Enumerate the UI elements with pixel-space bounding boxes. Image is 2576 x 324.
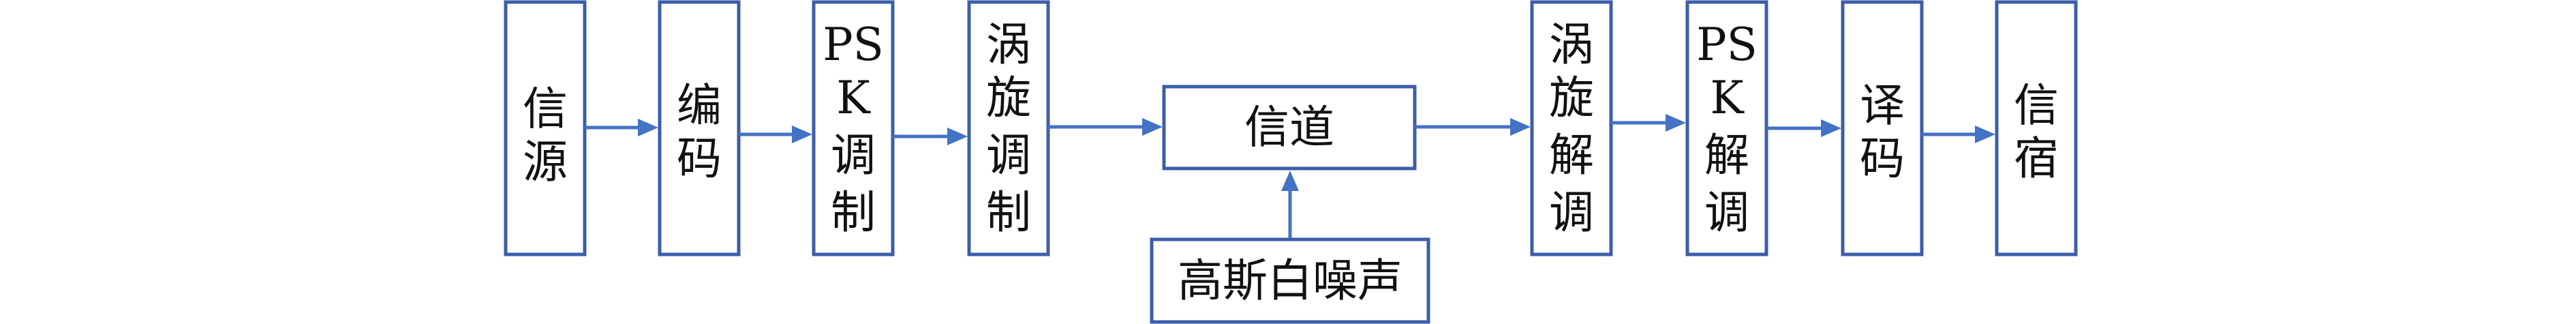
encoder-label-2: 码 (677, 132, 722, 185)
arrow-decoder-to-sink (1922, 126, 1995, 143)
arrow-source-to-encoder (585, 119, 658, 136)
source-box: 信 源 (504, 0, 587, 256)
arrow-encoder-to-psk-mod (739, 126, 812, 143)
vortex-demod-label-3: 解 (1549, 129, 1594, 181)
sink-label-1: 信 (2014, 79, 2059, 132)
vortex-demod-label-1: 涡 (1549, 18, 1594, 71)
channel-box: 信道 (1162, 85, 1417, 171)
vortex-demod-label-4: 调 (1549, 186, 1594, 239)
psk-mod-label-4: 制 (831, 186, 876, 239)
decoder-box: 译 码 (1841, 0, 1924, 256)
arrow-psk-mod-to-vortex-mod (893, 128, 968, 145)
encoder-box: 编 码 (658, 0, 741, 256)
arrow-noise-to-channel (1281, 171, 1299, 238)
decoder-label-1: 译 (1860, 79, 1905, 132)
psk-demod-label-2: K (1710, 72, 1745, 124)
psk-mod-label-1: PS (823, 18, 884, 71)
source-label-1: 信 (523, 83, 568, 135)
vortex-demodulation-box: 涡 旋 解 调 (1530, 0, 1613, 256)
source-label-2: 源 (523, 136, 568, 188)
psk-demod-label-1: PS (1696, 18, 1758, 71)
psk-mod-label-2: K (836, 72, 871, 124)
psk-demodulation-box: PS K 解 调 (1685, 0, 1768, 256)
sink-box: 信 宿 (1995, 0, 2078, 256)
encoder-label-1: 编 (677, 79, 722, 132)
arrow-vortex-demod-to-psk-demod (1611, 114, 1686, 132)
psk-modulation-box: PS K 调 制 (812, 0, 895, 256)
channel-label: 信道 (1244, 101, 1334, 153)
arrow-channel-to-vortex-demod (1415, 118, 1531, 136)
vortex-mod-label-2: 旋 (986, 72, 1031, 124)
noise-box: 高斯白噪声 (1150, 237, 1430, 324)
psk-demod-label-3: 解 (1704, 129, 1749, 181)
arrow-vortex-mod-to-channel (1048, 118, 1163, 136)
sink-label-2: 宿 (2014, 132, 2059, 185)
vortex-modulation-box: 涡 旋 调 制 (967, 0, 1050, 256)
vortex-demod-label-2: 旋 (1549, 72, 1594, 124)
vortex-mod-label-1: 涡 (986, 18, 1031, 71)
decoder-label-2: 码 (1860, 132, 1905, 185)
arrow-psk-demod-to-decoder (1766, 119, 1841, 137)
psk-mod-label-3: 调 (831, 129, 876, 181)
noise-label: 高斯白噪声 (1178, 254, 1402, 307)
psk-demod-label-4: 调 (1704, 186, 1749, 239)
vortex-mod-label-4: 制 (986, 186, 1031, 239)
vortex-mod-label-3: 调 (986, 129, 1031, 181)
